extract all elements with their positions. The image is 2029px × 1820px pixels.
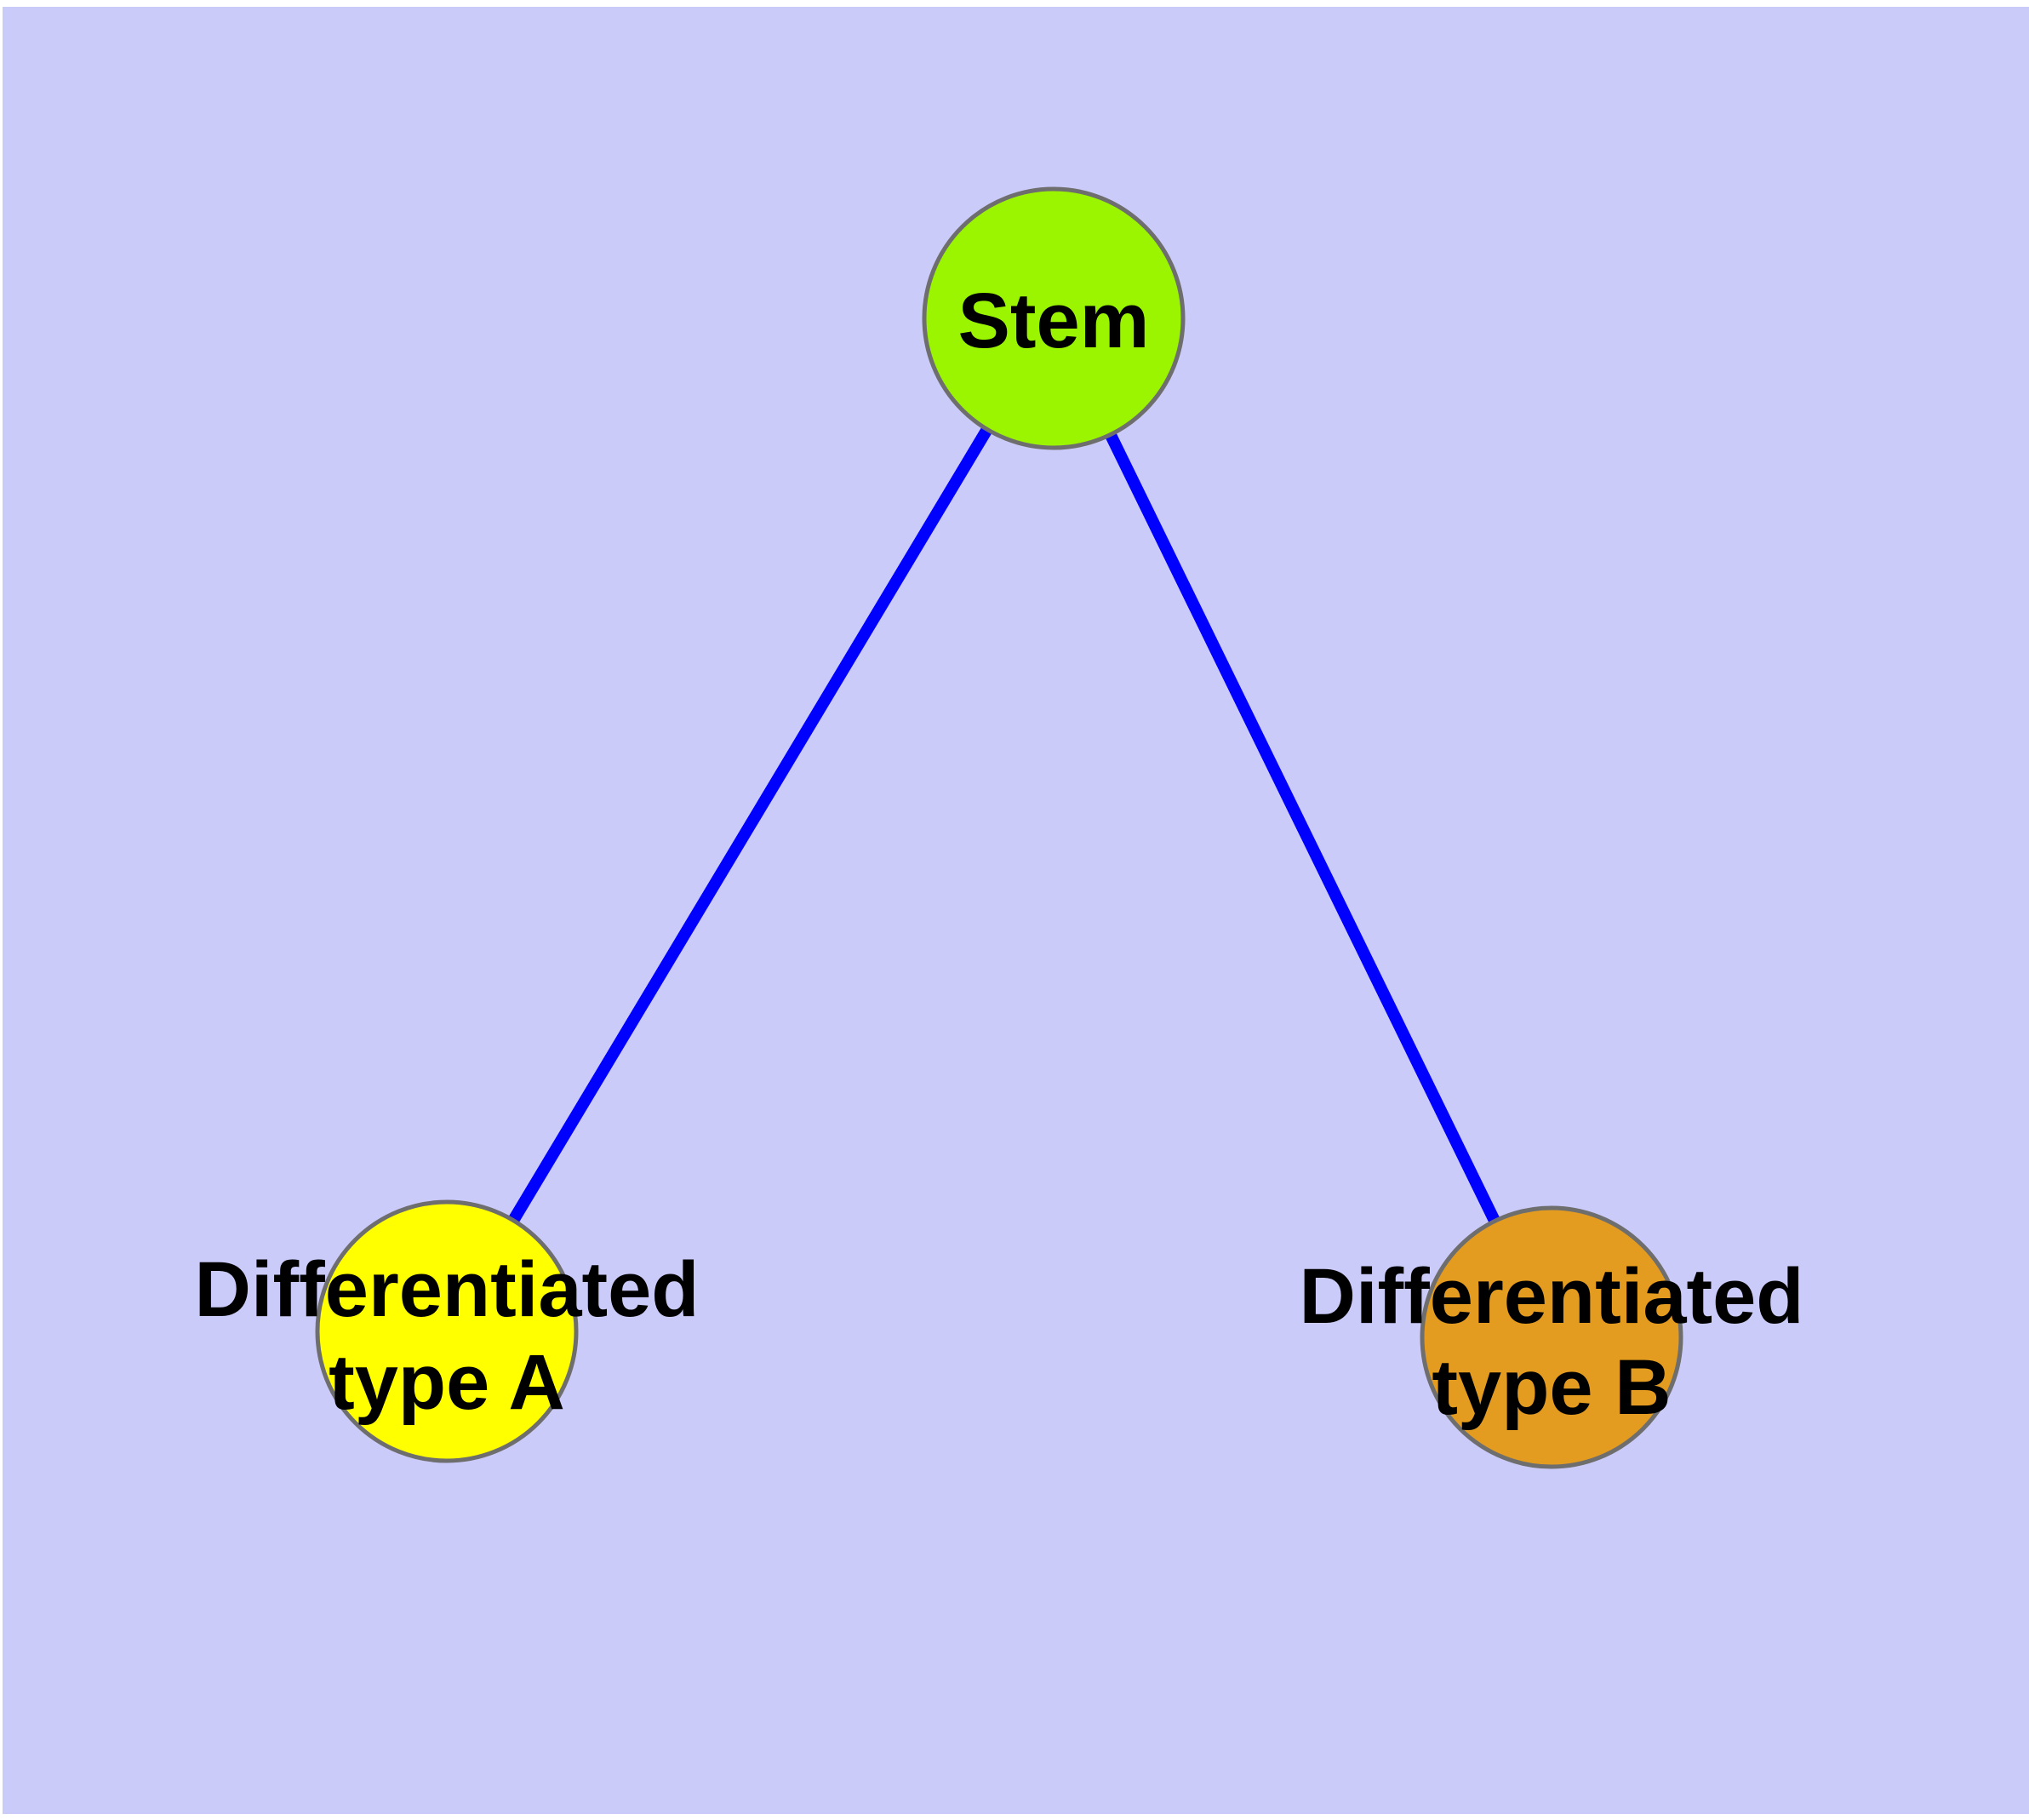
- stem-node: [922, 186, 1186, 450]
- differentiated-type-a-label-line2: type A: [329, 1339, 565, 1426]
- edge-stem-to-type-a: [441, 315, 1060, 1335]
- stem-node-label: Stem: [958, 278, 1150, 364]
- differentiated-type-a-node: [315, 1199, 579, 1463]
- differentiated-type-a-label-line1: Differentiated: [195, 1246, 700, 1333]
- edge-stem-to-type-b: [1048, 315, 1557, 1341]
- differentiated-type-b-node: [1420, 1205, 1683, 1469]
- differentiated-type-b-label-line2: type B: [1432, 1344, 1671, 1431]
- differentiated-type-b-label-line1: Differentiated: [1300, 1253, 1804, 1340]
